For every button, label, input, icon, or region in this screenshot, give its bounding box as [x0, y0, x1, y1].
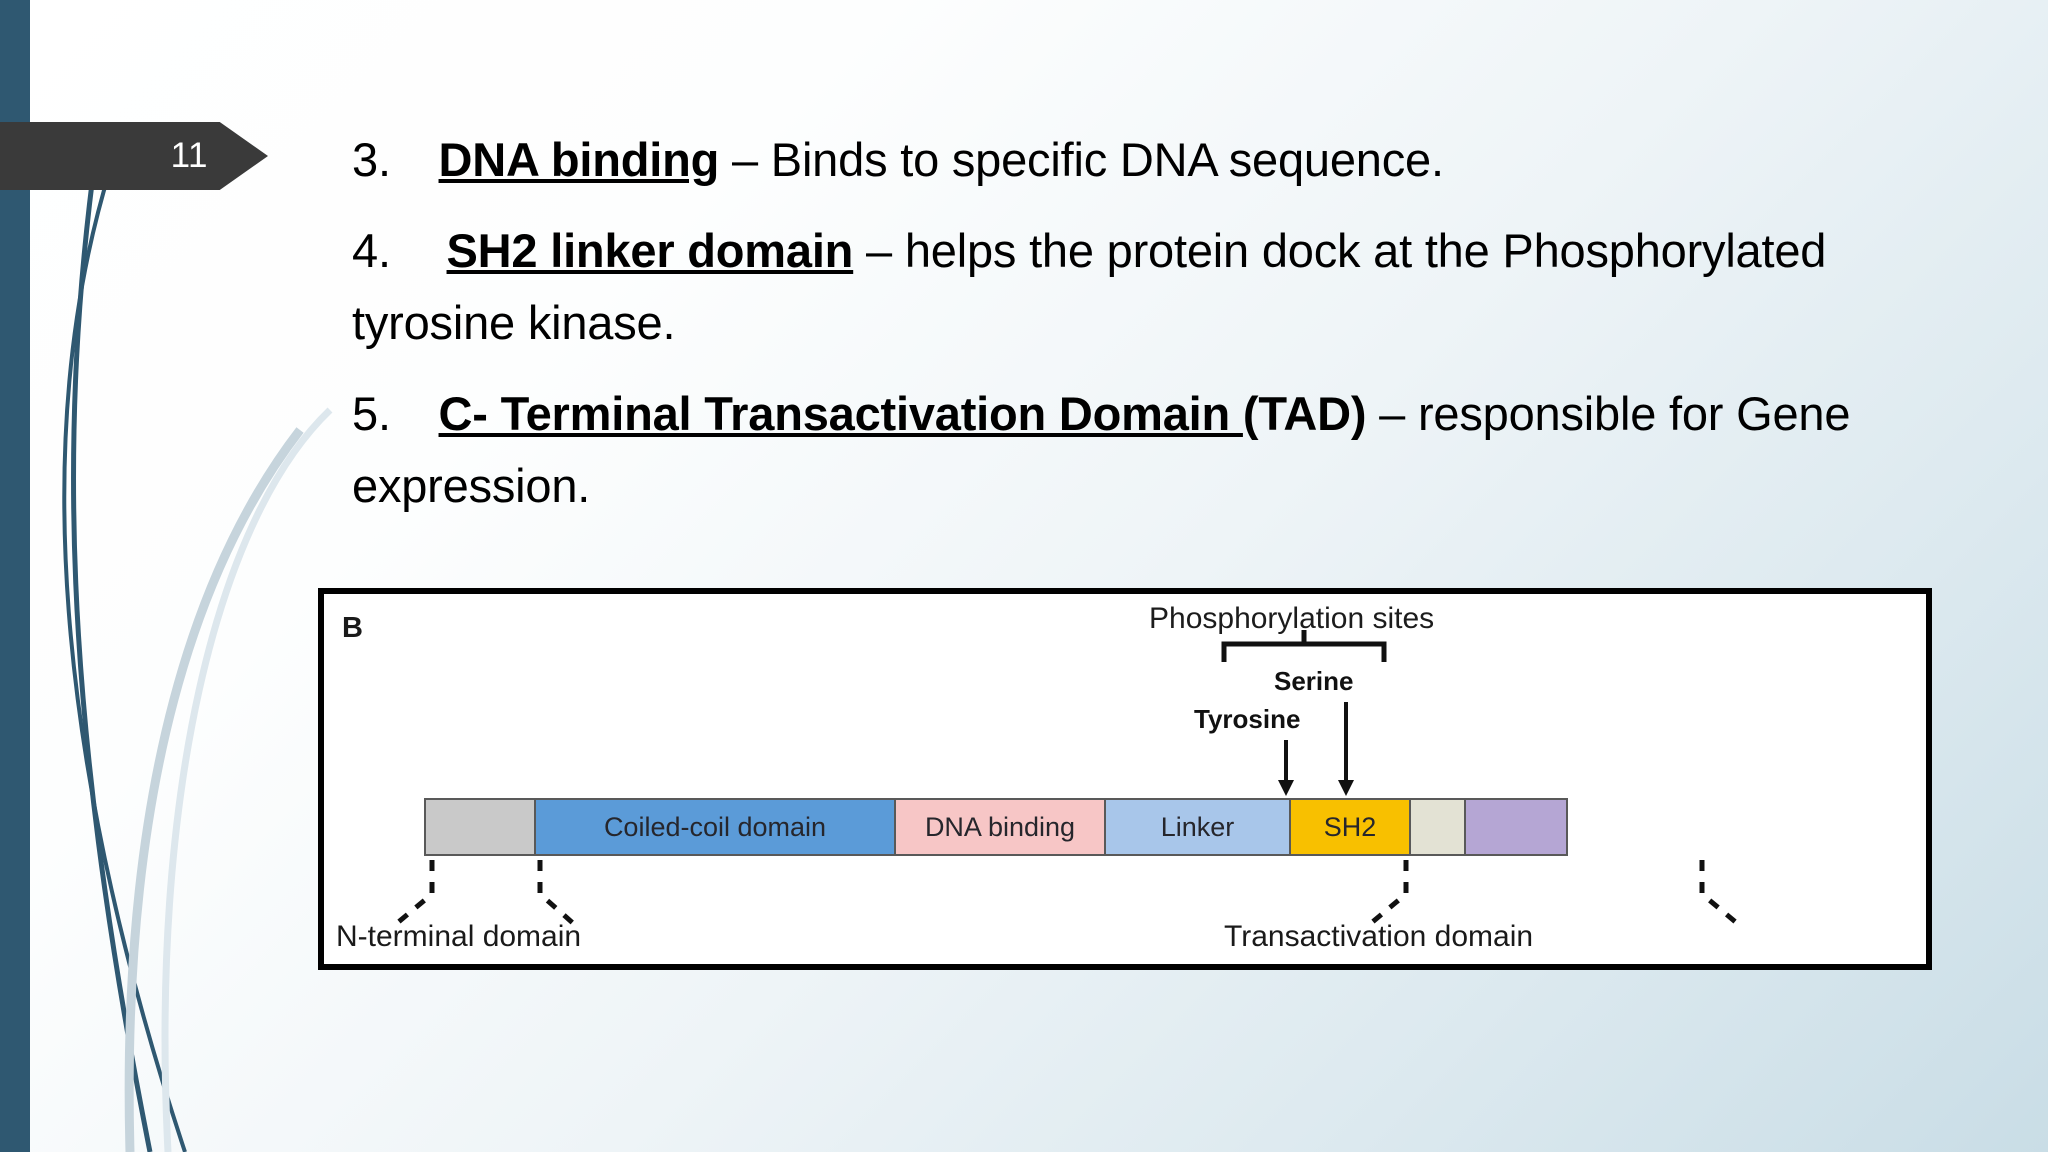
left-accent-bar [0, 0, 30, 1152]
item-4-term: SH2 linker domain [446, 224, 854, 278]
domain-segment-label: Coiled-coil domain [603, 811, 827, 842]
item-3-number: 3. [352, 133, 391, 186]
item-4-number: 4. [352, 224, 391, 278]
domain-segment-dna-binding: DNA binding [896, 800, 1106, 854]
n-terminal-domain-label: N-terminal domain [336, 920, 582, 953]
figure-panel-label: B [342, 612, 363, 644]
domain-segment-linker: Linker [1106, 800, 1291, 854]
list-item-5: 5. C- Terminal Transactivation Domain (T… [352, 378, 1852, 521]
domain-segment-label: SH2 [1323, 811, 1377, 842]
tyrosine-label: Tyrosine [1194, 704, 1301, 734]
phosphorylation-sites-label: Phosphorylation sites [1149, 602, 1435, 635]
domain-segment-label: DNA binding [924, 811, 1076, 842]
item-5-rest: – responsible for Gene expression. [352, 387, 1851, 512]
badge-arrow-shape [0, 122, 268, 190]
serine-label: Serine [1274, 666, 1354, 696]
body-text-block: 3. DNA binding – Binds to specific DNA s… [352, 124, 1852, 541]
item-5-term-plain: (TAD) [1242, 387, 1367, 441]
transactivation-domain-label: Transactivation domain [1224, 920, 1534, 953]
protein-domain-figure: B Phosphorylation sites Serine Tyrosine … [318, 588, 1932, 970]
domain-segment-label: Linker [1160, 811, 1235, 842]
domain-segment-coiled-coil-domain: Coiled-coil domain [536, 800, 896, 854]
page-number-text: 11 [170, 136, 208, 175]
list-item-3: 3. DNA binding – Binds to specific DNA s… [352, 124, 1852, 195]
item-5-number: 5. [352, 387, 391, 441]
item-4-rest: – helps the protein dock at the Phosphor… [352, 224, 1827, 349]
list-item-4: 4. SH2 linker domain – helps the protein… [352, 215, 1852, 358]
item-3-rest: – Binds to specific DNA sequence. [719, 133, 1444, 186]
item-3-term: DNA binding [438, 133, 720, 186]
item-5-term: C- Terminal Transactivation Domain [438, 387, 1243, 441]
domain-segment-6 [1466, 800, 1566, 854]
domain-segment-sh2: SH2 [1291, 800, 1411, 854]
figure-inner: B Phosphorylation sites Serine Tyrosine … [324, 594, 1926, 964]
domain-segment-5 [1411, 800, 1466, 854]
page-number-badge: 11 [0, 122, 268, 190]
figure-connector-overlay [394, 630, 1740, 926]
domain-segment-0 [426, 800, 536, 854]
domain-bar: Coiled-coil domain DNA binding Linker SH2 [424, 798, 1568, 856]
